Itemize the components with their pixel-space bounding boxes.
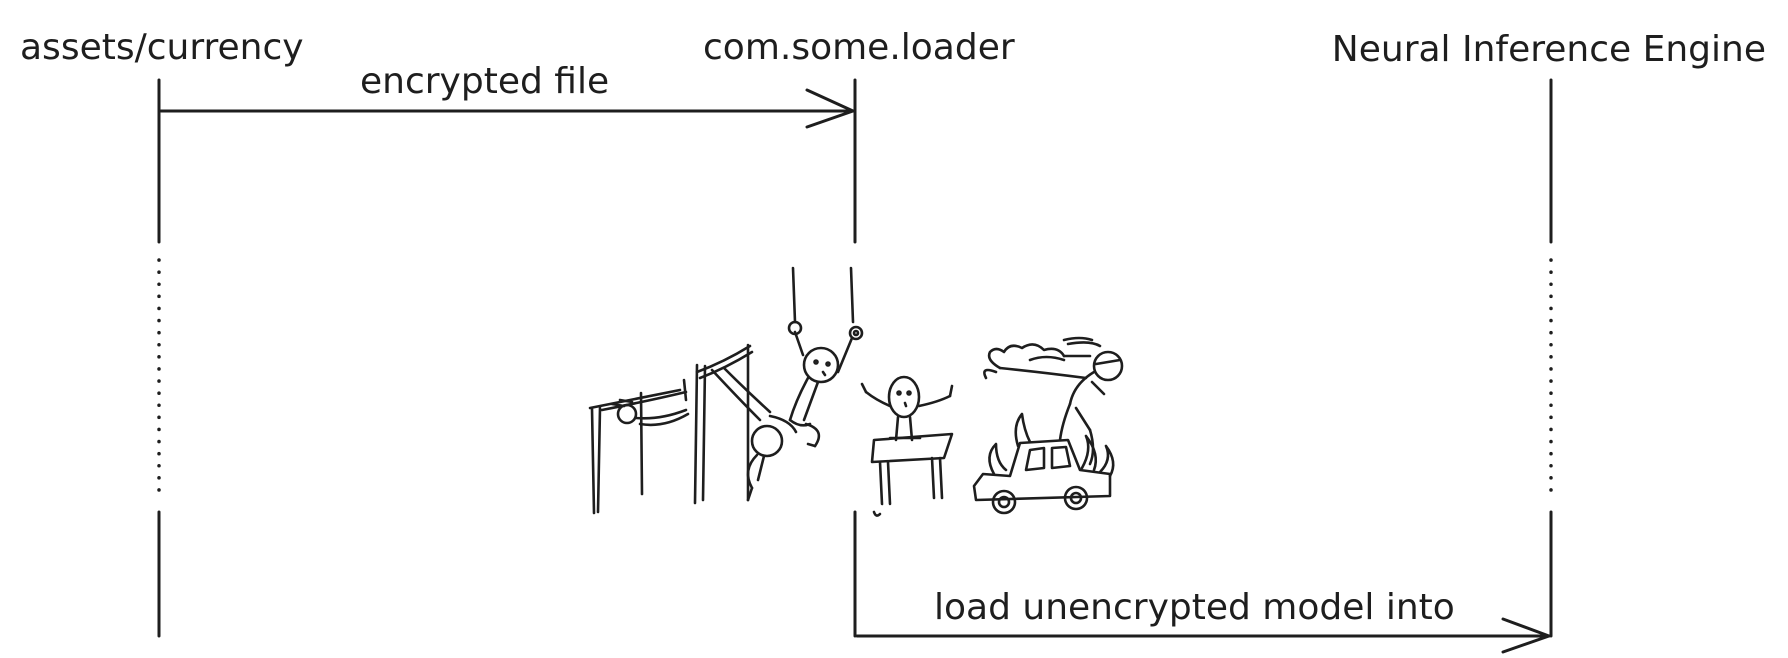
circus-acrobats-doodle-icon: [588, 266, 1124, 517]
participant-label-engine: Neural Inference Engine: [1331, 29, 1766, 70]
message-label-encrypted-file: encrypted file: [360, 61, 610, 102]
participant-label-assets: assets/currency: [20, 27, 304, 68]
message-arrow-encrypted-file: [159, 88, 855, 129]
message-label-load-model: load unencrypted model into: [934, 587, 1455, 628]
message-arrow-load-model: [855, 617, 1551, 654]
participant-label-loader: com.some.loader: [703, 27, 1015, 68]
